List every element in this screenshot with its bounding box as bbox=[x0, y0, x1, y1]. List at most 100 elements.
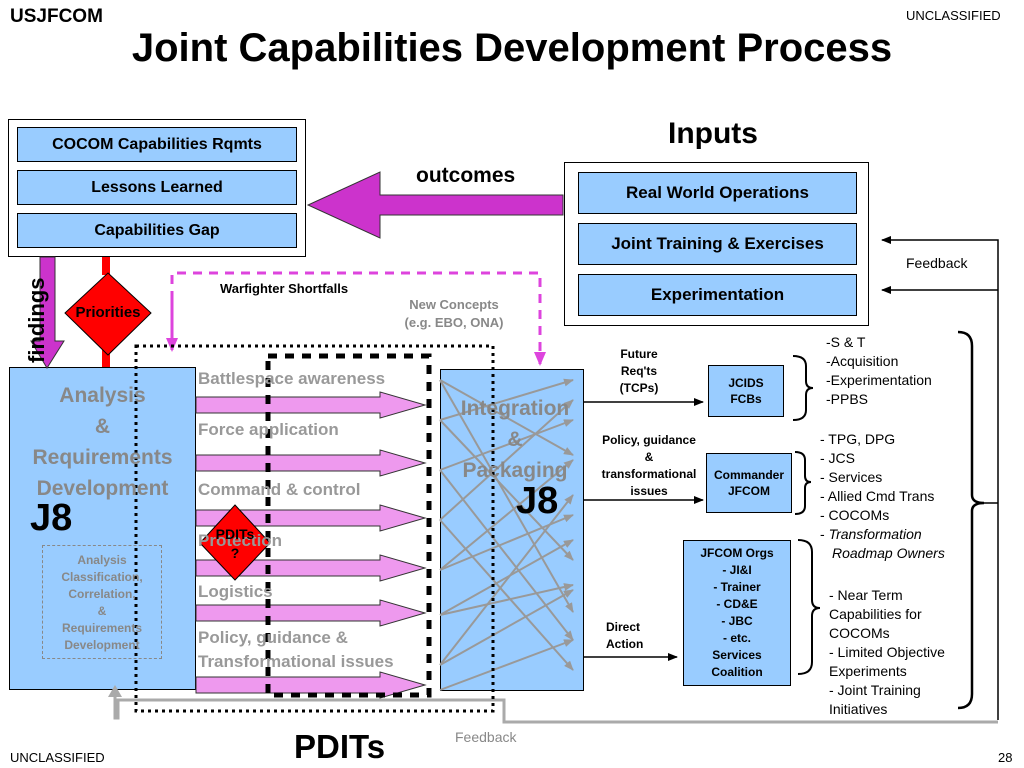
joint-training-box: Joint Training & Exercises bbox=[578, 223, 857, 265]
direct-action-l1: Direct bbox=[606, 620, 641, 634]
commander-list: - TPG, DPG - JCS - Services - Allied Cmd… bbox=[820, 430, 945, 563]
right-brace-upper bbox=[957, 330, 985, 710]
commander-box: Commander JFCOM bbox=[706, 453, 792, 513]
analysis-sub-l4: & bbox=[97, 604, 107, 618]
pdits-diamond bbox=[199, 504, 271, 581]
jcids-l1: JCIDS bbox=[728, 376, 764, 390]
findings-arrow bbox=[30, 256, 65, 369]
jcids-list-l3: -Experimentation bbox=[826, 372, 932, 388]
analysis-j8: J8 bbox=[30, 497, 73, 539]
jcids-list-l1: -S & T bbox=[826, 334, 866, 350]
orgs-list-l7: Initiatives bbox=[829, 701, 888, 717]
integration-title: Integration & Packaging bbox=[440, 393, 590, 486]
analysis-sub-l2: Classification, bbox=[61, 570, 143, 584]
stream-c2: Command & control bbox=[198, 480, 361, 499]
stream-policy-l2: Transformational issues bbox=[198, 652, 394, 671]
orgs-l6: - etc. bbox=[722, 631, 751, 645]
integration-title-l2: & bbox=[507, 428, 523, 451]
policy-route-l4: issues bbox=[630, 484, 668, 498]
orgs-list-l2: Capabilities for bbox=[829, 606, 922, 622]
analysis-title: Analysis & Requirements Development bbox=[9, 380, 196, 504]
integration-j8: J8 bbox=[516, 480, 559, 522]
analysis-sub-l1: Analysis bbox=[77, 553, 127, 567]
policy-route-l1: Policy, guidance bbox=[602, 433, 696, 447]
analysis-sub-l5: Requirements bbox=[61, 621, 143, 635]
feedback-right-path bbox=[881, 236, 999, 720]
commander-brace bbox=[794, 451, 812, 515]
capabilities-gap-label: Capabilities Gap bbox=[94, 221, 220, 239]
pdits-dotted-frame bbox=[134, 344, 495, 713]
jcids-list-l4: -PPBS bbox=[826, 391, 869, 407]
outcomes-label: outcomes bbox=[416, 164, 516, 187]
analysis-title-l2: & bbox=[94, 415, 111, 438]
orgs-brace bbox=[797, 539, 821, 675]
lessons-learned-box: Lessons Learned bbox=[17, 170, 297, 205]
outcomes-arrow bbox=[306, 171, 564, 239]
red-bar-upper bbox=[102, 257, 110, 275]
analysis-title-l3: Requirements bbox=[32, 446, 173, 469]
new-concepts-line2: (e.g. EBO, ONA) bbox=[404, 315, 504, 330]
jcids-list-l2: -Acquisition bbox=[826, 353, 899, 369]
stream-bands bbox=[195, 391, 427, 699]
feedback-right-label: Feedback bbox=[906, 255, 968, 271]
analysis-column bbox=[9, 367, 196, 690]
commander-list-l6: - Transformation bbox=[820, 525, 945, 544]
future-reqts-l1: Future bbox=[620, 347, 658, 361]
jfcom-orgs-box: JFCOM Orgs - JI&I - Trainer - CD&E - JBC… bbox=[683, 540, 791, 686]
commander-l1: Commander bbox=[713, 468, 784, 482]
future-reqts-l2: Req'ts bbox=[620, 364, 658, 378]
policy-route-l3: transformational bbox=[601, 467, 697, 481]
pdits-bottom-label: PDITs bbox=[294, 728, 386, 765]
stream-protection: Protection bbox=[198, 531, 283, 550]
orgs-list-l3: COCOMs bbox=[829, 625, 890, 641]
inputs-title: Inputs bbox=[668, 117, 758, 150]
cocom-rqmts-label: COCOM Capabilities Rqmts bbox=[52, 135, 262, 153]
analysis-title-l1: Analysis bbox=[59, 384, 146, 407]
priorities-label: Priorities bbox=[75, 304, 141, 321]
findings-label: findings bbox=[24, 277, 49, 363]
experimentation-label: Experimentation bbox=[650, 285, 785, 304]
new-concepts-line1: New Concepts bbox=[409, 297, 499, 312]
page-number: 28 bbox=[998, 750, 1013, 765]
analysis-sub-l6: Development bbox=[64, 638, 140, 652]
orgs-list-l6: - Joint Training bbox=[829, 682, 921, 698]
pdits-diamond-label: PDITs ? bbox=[200, 525, 270, 563]
jcids-box: JCIDS FCBs bbox=[708, 365, 784, 417]
stream-battlespace: Battlespace awareness bbox=[198, 369, 386, 388]
jcids-l2: FCBs bbox=[730, 392, 762, 406]
classification-bottom: UNCLASSIFIED bbox=[10, 750, 105, 765]
integration-title-l1: Integration bbox=[460, 397, 570, 420]
cocom-rqmts-box: COCOM Capabilities Rqmts bbox=[17, 127, 297, 162]
stream-policy-l1: Policy, guidance & bbox=[198, 628, 348, 647]
orgs-l3: - Trainer bbox=[713, 580, 761, 594]
stream-force: Force application bbox=[198, 420, 339, 439]
inputs-box bbox=[564, 162, 869, 326]
policy-route-l2: & bbox=[644, 450, 654, 464]
orgs-l5: - JBC bbox=[721, 614, 753, 628]
real-world-ops-label: Real World Operations bbox=[626, 183, 809, 202]
commander-list-dash: - bbox=[820, 526, 829, 542]
page-title: Joint Capabilities Development Process bbox=[131, 26, 893, 70]
warfighter-label: Warfighter Shortfalls bbox=[220, 281, 349, 296]
direct-action-l2: Action bbox=[606, 637, 644, 651]
lessons-learned-label: Lessons Learned bbox=[91, 178, 223, 196]
integration-title-l3: Packaging bbox=[462, 459, 568, 482]
new-concepts-label: New Concepts (e.g. EBO, ONA) bbox=[404, 296, 504, 332]
stream-logistics: Logistics bbox=[198, 582, 273, 601]
pdits-dashed-frame bbox=[265, 353, 432, 698]
red-bar-lower bbox=[102, 350, 110, 367]
commander-list-l6-italic: Transformation bbox=[828, 526, 922, 542]
joint-training-label: Joint Training & Exercises bbox=[611, 234, 824, 253]
direct-action-label: Direct Action bbox=[606, 619, 643, 653]
capabilities-source-box bbox=[8, 119, 306, 257]
priorities-diamond bbox=[64, 272, 152, 356]
org-label: USJFCOM bbox=[10, 6, 103, 27]
orgs-list: - Near Term Capabilities for COCOMs - Li… bbox=[829, 586, 945, 719]
jcids-list: -S & T -Acquisition -Experimentation -PP… bbox=[826, 333, 932, 409]
orgs-l8: Coalition bbox=[711, 665, 763, 679]
future-reqts-label: Future Req'ts (TCPs) bbox=[604, 346, 674, 397]
commander-list-l3: - Services bbox=[820, 469, 883, 485]
analysis-sub-box: Analysis Classification, Correlation, & … bbox=[42, 545, 162, 659]
capabilities-gap-box: Capabilities Gap bbox=[17, 213, 297, 248]
